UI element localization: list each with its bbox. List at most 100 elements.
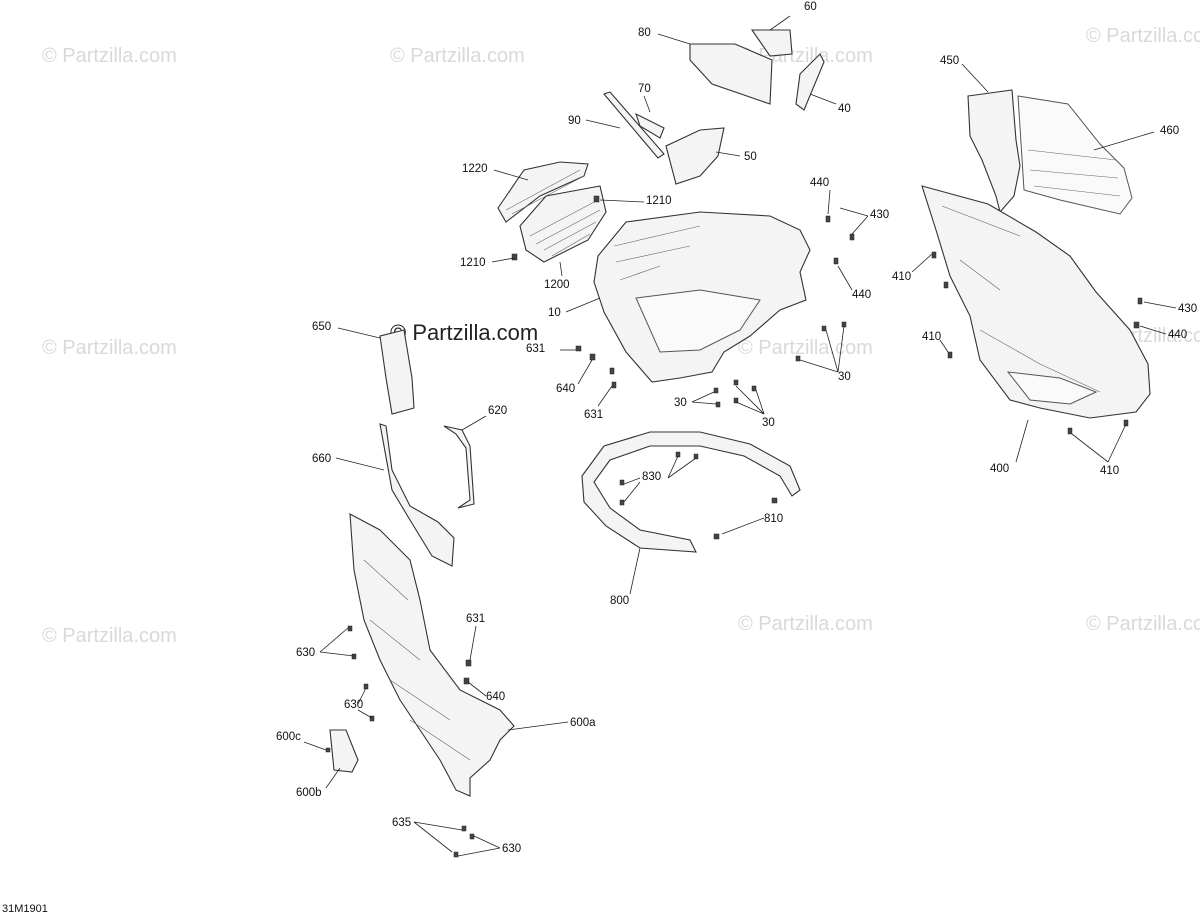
callout-10: 10: [548, 307, 561, 319]
callout-620: 620: [488, 405, 507, 417]
callout-640-upper: 640: [556, 383, 575, 395]
callout-440-right: 440: [1168, 329, 1187, 341]
watermark-top-right: © Partzilla.com: [1086, 25, 1200, 47]
part-450-panel: [967, 89, 1021, 214]
watermark-top-mid: © Partzilla.com: [390, 45, 525, 67]
callout-400: 400: [990, 463, 1009, 475]
callout-450: 450: [940, 55, 959, 67]
bolt-30a: [795, 355, 801, 362]
bolt-635: [461, 825, 467, 832]
part-1200-1220: [497, 161, 607, 263]
callout-80: 80: [638, 27, 651, 39]
bolt-1210b: [511, 253, 518, 261]
callout-460: 460: [1160, 125, 1179, 137]
callout-600a: 600a: [570, 717, 596, 729]
callout-440-mid: 440: [852, 289, 871, 301]
part-70-piece: [635, 112, 665, 139]
callout-410-upper: 410: [892, 271, 911, 283]
watermark-top-left: © Partzilla.com: [42, 45, 177, 67]
part-620-rod: [443, 425, 475, 509]
bolt-810a: [771, 497, 778, 504]
part-600-left-panel: [329, 513, 515, 797]
bolt-830d: [619, 499, 625, 506]
callout-1210-upper: 1210: [646, 195, 672, 207]
callout-430-right: 430: [1178, 303, 1197, 315]
bolt-430a: [849, 233, 855, 241]
watermark-bottom-left: © Partzilla.com: [42, 625, 177, 647]
callout-630-mid: 630: [344, 699, 363, 711]
part-1220-grille: [497, 161, 589, 223]
part-90-strip: [603, 91, 665, 159]
bolt-440b: [833, 257, 839, 265]
callout-labels: 60 80 40 70 90 50 450 460 1220 1210 1210…: [276, 1, 1197, 855]
callout-635: 635: [392, 817, 411, 829]
callout-410-lower: 410: [1100, 465, 1119, 477]
callout-430-upper: 430: [870, 209, 889, 221]
part-600b-cover: [329, 729, 359, 773]
bolt-830b: [693, 453, 699, 460]
bolt-440a: [825, 215, 831, 223]
bolt-631c: [465, 659, 472, 667]
bolt-830a: [675, 451, 681, 458]
leader-lines: [303, 15, 1177, 857]
callout-30-lower: 30: [762, 417, 775, 429]
bolt-630d: [369, 715, 375, 722]
bolt-440c: [1133, 321, 1140, 329]
watermark-center: © Partzilla.com: [390, 320, 538, 345]
part-panels-top: [603, 29, 825, 185]
part-80-panel: [689, 43, 773, 105]
bolt-410b: [943, 281, 949, 289]
part-460-panel: [1017, 95, 1133, 215]
bolt-640c: [463, 677, 470, 685]
part-400-right-panel: [921, 185, 1151, 419]
bolt-830c: [619, 479, 625, 486]
bolt-30d: [713, 387, 719, 394]
callout-631-upper: 631: [526, 343, 545, 355]
callout-30-right: 30: [838, 371, 851, 383]
bolt-630e: [469, 833, 475, 840]
bolt-1210a: [593, 195, 600, 203]
callout-1200: 1200: [544, 279, 570, 291]
watermark-bottom-right: © Partzilla.com: [1086, 613, 1200, 635]
bolt-631b: [611, 381, 617, 389]
bolt-30f: [715, 401, 721, 408]
callout-800: 800: [610, 595, 629, 607]
bolt-410a: [931, 251, 937, 259]
callout-631-mid: 631: [584, 409, 603, 421]
callout-630-upper: 630: [296, 647, 315, 659]
callout-70: 70: [638, 83, 651, 95]
callout-410-mid: 410: [922, 331, 941, 343]
part-800-bar: [581, 431, 801, 553]
bolt-600c: [325, 747, 331, 753]
callout-630-lower: 630: [502, 843, 521, 855]
part-650-trim: [379, 329, 415, 415]
callout-830: 830: [642, 471, 661, 483]
part-620-650-660: [379, 329, 475, 567]
part-800-bumper-bar: [581, 431, 801, 553]
bolt-810b: [713, 533, 720, 540]
part-450-460: [967, 89, 1133, 215]
callout-30-left: 30: [674, 397, 687, 409]
bolt-30h: [751, 385, 757, 392]
watermark-bottom-right-mid: © Partzilla.com: [738, 613, 873, 635]
callout-40: 40: [838, 103, 851, 115]
bolt-30e: [733, 379, 739, 386]
watermark-mid-left: © Partzilla.com: [42, 337, 177, 359]
bolt-640a: [589, 353, 596, 361]
bolt-410d: [1067, 427, 1073, 435]
bolt-30g: [733, 397, 739, 404]
callout-1210-lower: 1210: [460, 257, 486, 269]
bolt-630a: [347, 625, 353, 632]
callout-600b: 600b: [296, 787, 322, 799]
bolt-630c: [363, 683, 369, 690]
callout-440-upper: 440: [810, 177, 829, 189]
part-40-piece: [795, 53, 825, 111]
callout-810: 810: [764, 513, 783, 525]
callout-631-lower: 631: [466, 613, 485, 625]
callout-650: 650: [312, 321, 331, 333]
part-10-console: [593, 211, 811, 383]
diagram-code: 31M1901: [2, 903, 48, 915]
bolt-30b: [821, 325, 827, 332]
callout-50: 50: [744, 151, 757, 163]
